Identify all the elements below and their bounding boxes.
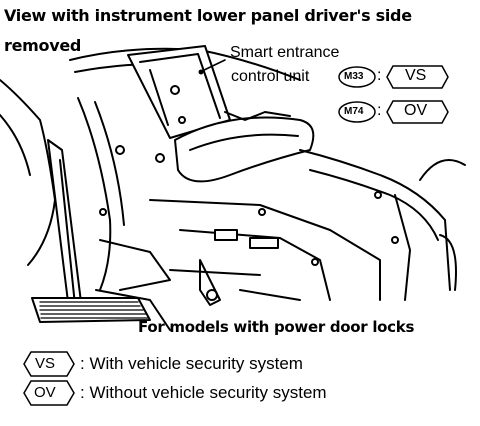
- connector-label-1: M33: [344, 71, 364, 82]
- connector-oval-2: [338, 101, 376, 123]
- brace: [77, 97, 112, 291]
- legend-text-2: : Without vehicle security system: [80, 383, 327, 402]
- connector-oval-1: [338, 66, 376, 88]
- heading-line-1: View with instrument lower panel driver'…: [4, 6, 412, 25]
- leader-dot: [198, 69, 204, 75]
- code-hex-1: [386, 65, 449, 89]
- caption: For models with power door locks: [138, 318, 415, 336]
- legend-code-1: VS: [35, 355, 56, 372]
- code-hex-2: [386, 100, 449, 124]
- leader-line: [199, 59, 226, 73]
- legend-text-1: : With vehicle security system: [80, 354, 303, 373]
- left-bracket: [47, 139, 83, 319]
- left-panel-edge: [0, 79, 56, 266]
- code-label-1: VS: [405, 67, 427, 84]
- connector-label-2: M74: [344, 106, 364, 117]
- callout-line-2: control unit: [231, 68, 310, 85]
- legend-hex-2: [23, 380, 75, 406]
- legend-code-2: OV: [34, 384, 56, 401]
- code-label-2: OV: [404, 102, 428, 119]
- callout-line-1: Smart entrance: [230, 44, 340, 61]
- separator-1: :: [377, 67, 382, 84]
- legend-hex-1: [23, 351, 75, 377]
- separator-2: :: [377, 102, 382, 119]
- heading-line-2: removed: [4, 36, 82, 55]
- right-frame: [299, 149, 451, 291]
